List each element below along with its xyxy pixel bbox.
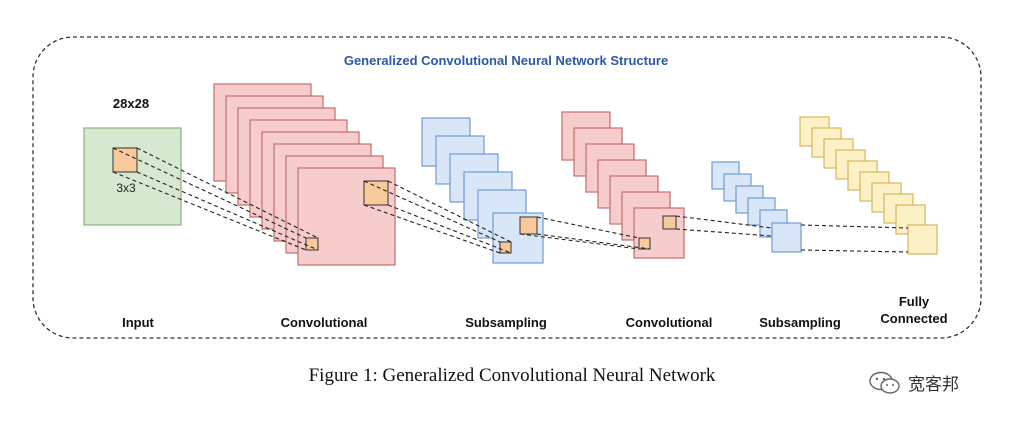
watermark: 宽客邦 xyxy=(868,370,959,395)
stage-label-conv1: Convolutional xyxy=(281,315,368,330)
conv1-kernel xyxy=(363,180,389,206)
stage-label-fc-line2: Connected xyxy=(880,311,947,326)
projection-line xyxy=(136,147,319,239)
watermark-text: 宽客邦 xyxy=(908,375,959,395)
projection-line xyxy=(136,171,319,251)
stage-label-conv2: Convolutional xyxy=(626,315,713,330)
projection-line xyxy=(112,147,307,239)
conv2-stack xyxy=(561,111,685,259)
projection-line xyxy=(387,204,512,254)
input-square xyxy=(83,127,182,226)
input-layer: 3x3 xyxy=(83,127,182,226)
fc-unit-front xyxy=(907,224,938,255)
projection-line xyxy=(536,216,640,239)
fc-stack xyxy=(799,116,938,255)
kernel-size-label: 3x3 xyxy=(116,181,136,195)
conv2-kernel xyxy=(662,215,677,230)
input-size-label: 28x28 xyxy=(113,96,149,111)
projection-line xyxy=(800,249,909,253)
stage-label-input: Input xyxy=(122,315,154,330)
projection-line xyxy=(363,180,501,243)
projection-line xyxy=(387,180,512,243)
projection-line xyxy=(675,215,773,229)
sub1-receptive-cell xyxy=(499,241,512,254)
dashed-frame xyxy=(32,36,982,339)
wechat-icon xyxy=(869,371,900,394)
projection-line xyxy=(800,224,909,229)
sub1-kernel xyxy=(519,216,538,235)
diagram-title: Generalized Convolutional Neural Network… xyxy=(344,53,668,68)
conv1-receptive-cell xyxy=(305,237,319,251)
input-kernel xyxy=(112,147,138,173)
stage-label-fc-line1: Fully xyxy=(899,294,930,309)
projection-line xyxy=(519,233,640,250)
stage-label-sub1: Subsampling xyxy=(465,315,547,330)
sub1-stack xyxy=(421,117,544,264)
projection-lines xyxy=(112,147,909,254)
sub2-stack xyxy=(711,161,802,253)
stage-label-sub2: Subsampling xyxy=(759,315,841,330)
projection-line xyxy=(536,233,651,250)
projection-line xyxy=(363,204,501,254)
figure-caption: Figure 1: Generalized Convolutional Neur… xyxy=(308,365,716,386)
conv1-stack xyxy=(213,83,396,266)
conv2-receptive-cell xyxy=(638,237,651,250)
sub2-map-front xyxy=(771,222,802,253)
projection-line xyxy=(675,228,773,237)
